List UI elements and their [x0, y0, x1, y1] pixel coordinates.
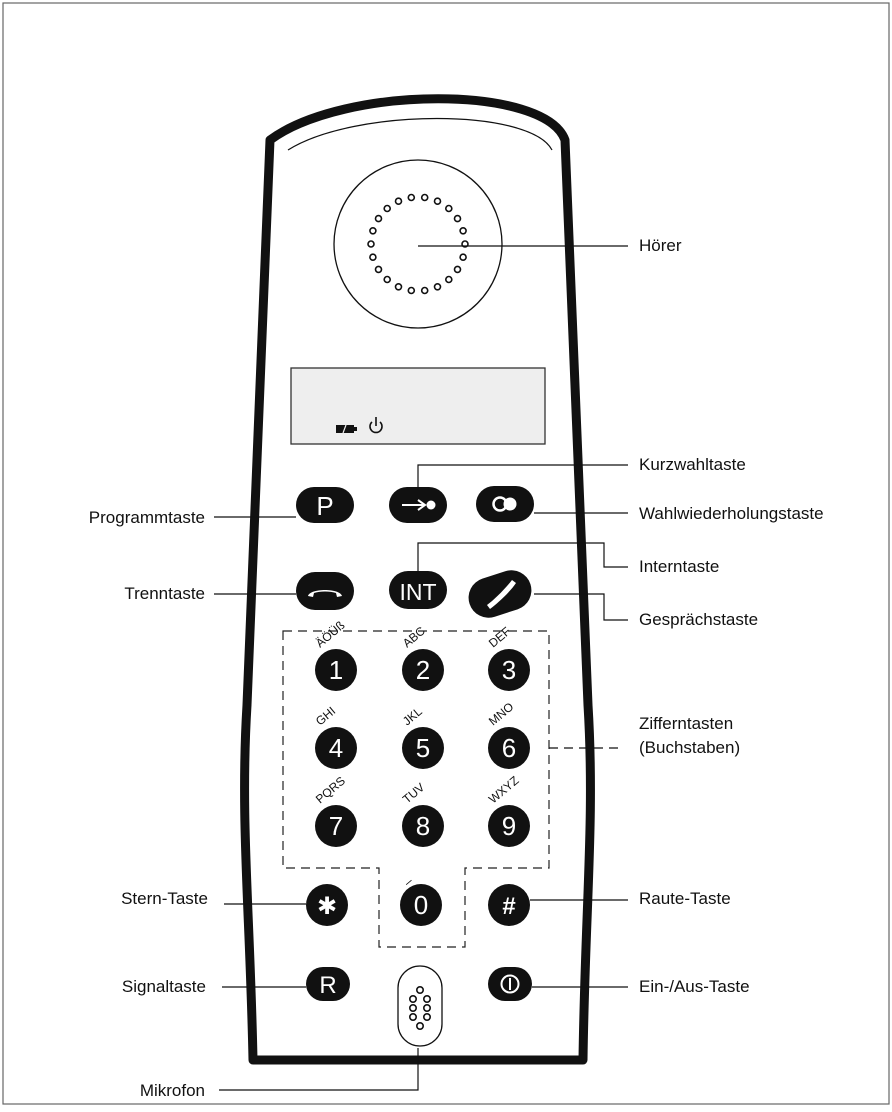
- digit-key-body: [400, 884, 442, 926]
- microphone-hole: [422, 994, 431, 1003]
- microphone-hole: [422, 1003, 431, 1012]
- label-kurzwahltaste: Kurzwahltaste: [639, 455, 746, 474]
- hash-key[interactable]: #: [488, 884, 530, 926]
- digit-label: 8: [416, 811, 430, 841]
- earpiece-holes: [367, 193, 469, 295]
- earpiece-hole: [394, 197, 403, 205]
- hang-up-receiver-icon: [308, 590, 342, 597]
- earpiece-hole: [453, 214, 462, 223]
- microphone-holes: [408, 985, 431, 1030]
- label-buchstaben: (Buchstaben): [639, 738, 740, 757]
- earpiece-hole: [420, 286, 429, 295]
- label-raute-taste: Raute-Taste: [639, 889, 731, 908]
- digit-label: 2: [416, 655, 430, 685]
- digit-label: 9: [502, 811, 516, 841]
- earpiece-hole: [444, 275, 453, 284]
- display-screen: [290, 367, 546, 445]
- earpiece-hole: [383, 204, 392, 213]
- digit-key-body: [402, 805, 444, 847]
- r-key-label: R: [319, 972, 336, 999]
- label-programmtaste: Programmtaste: [89, 508, 205, 527]
- digit-key-body: [402, 649, 444, 691]
- leader-lines: [214, 245, 628, 1091]
- earpiece-hole: [420, 193, 429, 202]
- program-key[interactable]: P: [296, 487, 354, 523]
- earpiece-hole: [367, 240, 375, 248]
- earpiece-hole: [453, 265, 462, 274]
- talk-key[interactable]: [463, 565, 536, 623]
- digit-label: 1: [329, 655, 343, 685]
- label-signaltaste: Signaltaste: [122, 977, 206, 996]
- earpiece-hole: [407, 193, 416, 202]
- earpiece-hole: [433, 282, 442, 291]
- label-gespraechstaste: Gesprächstaste: [639, 610, 758, 629]
- phone-body-inner: [287, 117, 553, 151]
- redial-key[interactable]: [476, 486, 534, 522]
- digit-label: 7: [329, 811, 343, 841]
- label-hoerer: Hörer: [639, 236, 682, 255]
- intern-key[interactable]: INT: [389, 571, 447, 609]
- microphone-hole: [408, 1003, 417, 1012]
- label-stern-taste: Stern-Taste: [121, 889, 208, 908]
- digit-label: 6: [502, 733, 516, 763]
- microphone-hole: [408, 1012, 417, 1021]
- earpiece: [333, 159, 503, 329]
- digit-group-outline: [282, 630, 550, 948]
- digit-key-body: [315, 727, 357, 769]
- digit-label: 5: [416, 733, 430, 763]
- microphone-hole: [422, 1012, 431, 1021]
- digit-key-body: [402, 727, 444, 769]
- speed-dial-arrow-icon: [402, 499, 436, 511]
- digit-key-body: [488, 805, 530, 847]
- microphone-hole: [408, 994, 417, 1003]
- power-icon: [369, 417, 383, 434]
- microphone-hole: [415, 985, 424, 994]
- digit-label: 0: [414, 890, 428, 920]
- label-wahlwiederholungstaste: Wahlwiederholungstaste: [639, 504, 824, 523]
- earpiece-hole: [433, 197, 442, 205]
- earpiece-hole: [374, 265, 383, 274]
- on-off-key[interactable]: [488, 967, 532, 1001]
- star-key-label: ✱: [317, 893, 337, 920]
- earpiece-hole: [407, 286, 416, 295]
- earpiece-hole: [444, 204, 453, 213]
- hang-up-key[interactable]: [296, 572, 354, 610]
- program-key-label: P: [316, 491, 333, 521]
- r-key[interactable]: R: [306, 967, 350, 1001]
- star-key[interactable]: ✱: [306, 884, 348, 926]
- digit-key-body: [488, 649, 530, 691]
- earpiece-hole: [369, 253, 377, 262]
- earpiece-hole: [383, 275, 392, 284]
- label-trenntaste: Trenntaste: [124, 584, 205, 603]
- label-ein-aus-taste: Ein-/Aus-Taste: [639, 977, 750, 996]
- label-mikrofon: Mikrofon: [140, 1081, 205, 1100]
- intern-key-label: INT: [399, 579, 436, 605]
- microphone: [397, 965, 443, 1047]
- talk-receiver-icon: [487, 580, 516, 609]
- digit-key-body: [315, 649, 357, 691]
- microphone-hole: [415, 1021, 424, 1030]
- earpiece-hole: [394, 282, 403, 291]
- earpiece-hole: [374, 214, 383, 223]
- digit-key-body: [488, 727, 530, 769]
- earpiece-hole: [459, 227, 467, 235]
- digit-label: 4: [329, 733, 343, 763]
- digit-label: 3: [502, 655, 516, 685]
- redial-icon: [492, 496, 517, 512]
- speed-dial-key[interactable]: [389, 487, 447, 523]
- earpiece-hole: [369, 227, 377, 235]
- label-interntaste: Interntaste: [639, 557, 719, 576]
- earpiece-hole: [459, 253, 467, 262]
- battery-icon: [336, 424, 357, 434]
- label-zifferntasten: Zifferntasten: [639, 714, 733, 733]
- hash-key-label: #: [502, 893, 515, 920]
- on-off-icon: [500, 974, 520, 994]
- digit-key-body: [315, 805, 357, 847]
